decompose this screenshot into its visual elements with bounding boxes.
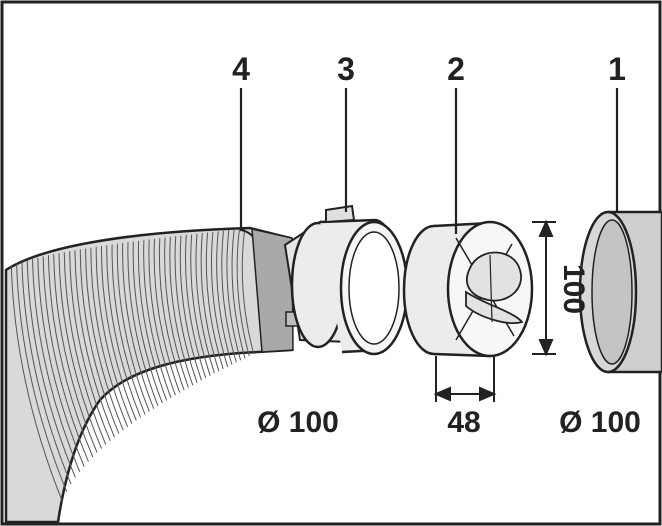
hose-rib (226, 230, 242, 361)
part-label-4: 4 (232, 51, 250, 87)
hose-rib (122, 242, 155, 409)
hose-rib (169, 236, 194, 386)
hose-rib (42, 256, 89, 462)
hose-rib (153, 238, 181, 393)
hose-rib (53, 254, 98, 453)
hose-rib (21, 261, 72, 485)
hose-rib (37, 257, 85, 467)
hose-rib (241, 228, 255, 355)
hose-rib (205, 232, 224, 370)
hose-rib (216, 231, 233, 365)
hose-ribs (10, 228, 255, 502)
hose-rib (190, 234, 211, 376)
hose-rib (132, 241, 163, 404)
valve-flap-lower (465, 290, 524, 324)
hose-rib (32, 258, 81, 472)
hose-rib (26, 260, 76, 478)
length-arrow-left (433, 386, 451, 402)
hose-rib (63, 252, 107, 445)
non-return-valve (402, 220, 534, 358)
height-arrow-bottom (538, 339, 554, 357)
hose-rib (79, 249, 120, 434)
valve-flap-upper (466, 251, 522, 302)
hose-rib (100, 246, 137, 421)
hose-rib (116, 243, 150, 412)
hose-rib (200, 233, 220, 372)
flexible-hose (4, 226, 294, 524)
dimension-lines (433, 219, 556, 402)
hose-rib (85, 248, 124, 431)
adapter-tab (325, 204, 356, 224)
hose-body (4, 226, 294, 524)
hose-rib (174, 236, 198, 383)
part-label-2: 2 (447, 51, 465, 87)
hose-rib (164, 237, 189, 388)
hose-rib (236, 229, 250, 357)
hose-rib (95, 246, 133, 424)
hose-rib (90, 247, 129, 428)
duct (578, 210, 662, 374)
hose-rib (111, 244, 146, 415)
hose-cuff (251, 228, 294, 353)
hose-rib (47, 255, 94, 458)
hose-rib (185, 234, 207, 379)
hose-rib (106, 245, 142, 418)
hose-rib (127, 242, 159, 407)
hose-rib (10, 265, 63, 502)
hose-rib (210, 231, 229, 367)
hose-rib (221, 230, 237, 363)
hose-rib (69, 251, 111, 441)
duct-end-inner (591, 219, 633, 365)
part-label-1: 1 (608, 51, 626, 87)
hose-rib (143, 240, 172, 398)
valve-height-label: 100 (557, 264, 590, 314)
hose-rib (148, 239, 176, 396)
valve-length-label: 48 (447, 406, 480, 439)
hose-rib (74, 250, 115, 438)
hose-rib (195, 233, 215, 374)
hose-diameter-label: Ø 100 (257, 406, 339, 439)
hose-rib (158, 238, 185, 391)
length-arrow-right (479, 386, 497, 402)
part-label-3: 3 (337, 51, 355, 87)
leader-lines (239, 88, 619, 234)
hose-rib (231, 229, 246, 359)
hose-rib (16, 263, 68, 492)
adapter-opening-inner (348, 231, 400, 345)
hose-rib (137, 240, 168, 401)
adapter-ring (283, 204, 409, 356)
duct-diameter-label: Ø 100 (559, 406, 641, 439)
height-arrow-top (538, 219, 554, 237)
valve-hinge (489, 254, 493, 323)
hose-rib (179, 235, 202, 381)
hose-rib (58, 253, 102, 449)
